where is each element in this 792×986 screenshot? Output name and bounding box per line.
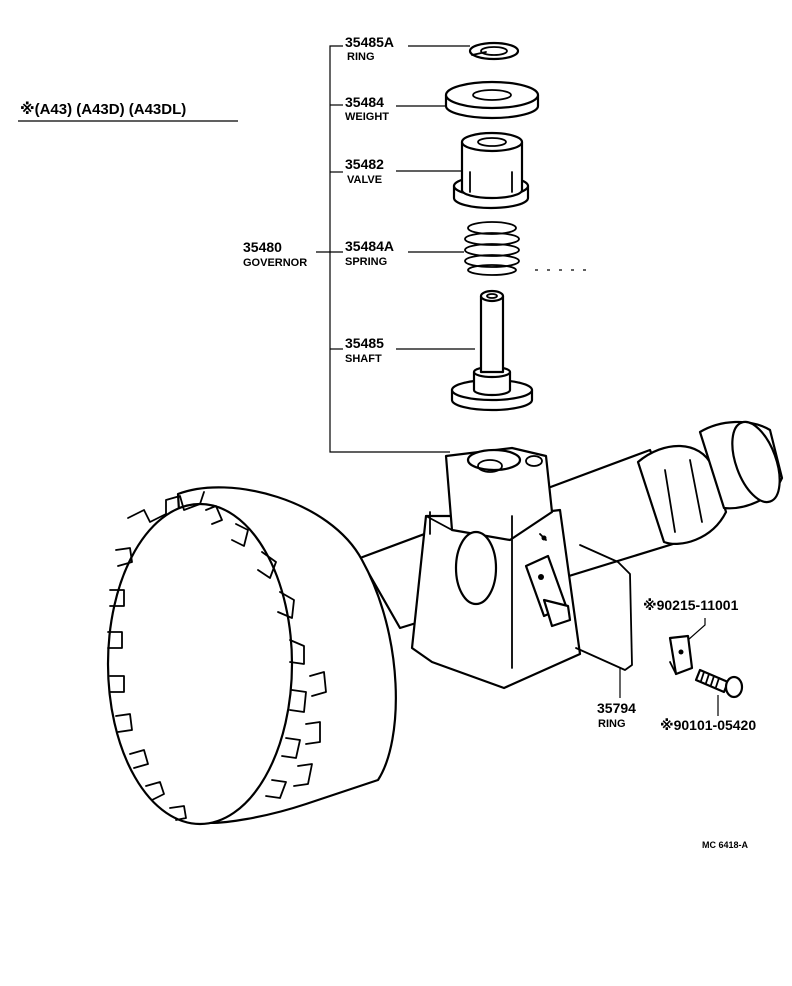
shaft-part xyxy=(450,289,534,412)
callout-bolt: ※90101-05420 xyxy=(660,695,756,733)
part-number-35484a: 35484A xyxy=(345,238,394,254)
gear-drum xyxy=(106,486,397,826)
part-name-ring-side: RING xyxy=(598,718,626,730)
part-name-weight: WEIGHT xyxy=(345,111,389,123)
callout-spring: 35484A SPRING xyxy=(345,238,590,271)
callout-weight: 35484 WEIGHT xyxy=(345,94,447,123)
part-number-35794: 35794 xyxy=(597,700,636,716)
drawing-reference-code: MC 6418-A xyxy=(702,840,749,850)
snap-ring-part xyxy=(468,41,520,61)
part-number-35484: 35484 xyxy=(345,94,384,110)
bolt-part xyxy=(694,668,744,699)
valve-part xyxy=(452,131,530,210)
part-number-90215-11001: ※90215-11001 xyxy=(643,597,739,613)
part-name-ring: RING xyxy=(347,51,375,63)
part-name-governor: GOVERNOR xyxy=(243,257,307,269)
drum-front-face xyxy=(106,502,294,826)
callout-plate: ※90215-11001 xyxy=(643,597,739,641)
part-name-valve: VALVE xyxy=(347,174,382,186)
weight-part xyxy=(444,80,540,120)
retaining-ring-wire xyxy=(575,544,633,671)
callout-governor: 35480 GOVERNOR xyxy=(243,239,307,269)
part-number-35485: 35485 xyxy=(345,335,384,351)
spring-part xyxy=(464,221,520,276)
lock-plate-part xyxy=(668,634,694,676)
governor-body xyxy=(410,446,582,690)
part-number-35480: 35480 xyxy=(243,239,282,255)
bracket-line xyxy=(329,45,450,453)
part-number-35485a: 35485A xyxy=(345,34,394,50)
callout-valve: 35482 VALVE xyxy=(345,156,462,186)
part-name-shaft: SHAFT xyxy=(345,353,382,365)
callout-shaft: 35485 SHAFT xyxy=(345,335,475,365)
callout-ring-top: 35485A RING xyxy=(345,34,470,63)
leader-plate xyxy=(687,618,706,641)
part-name-spring: SPRING xyxy=(345,256,387,268)
governor-bracket xyxy=(316,45,450,453)
part-number-35482: 35482 xyxy=(345,156,384,172)
model-codes-label: ※(A43) (A43D) (A43DL) xyxy=(20,100,186,118)
part-number-90101-05420: ※90101-05420 xyxy=(660,717,756,733)
model-header: ※(A43) (A43D) (A43DL) xyxy=(18,100,238,122)
callout-ring-side: 35794 RING xyxy=(597,668,636,730)
